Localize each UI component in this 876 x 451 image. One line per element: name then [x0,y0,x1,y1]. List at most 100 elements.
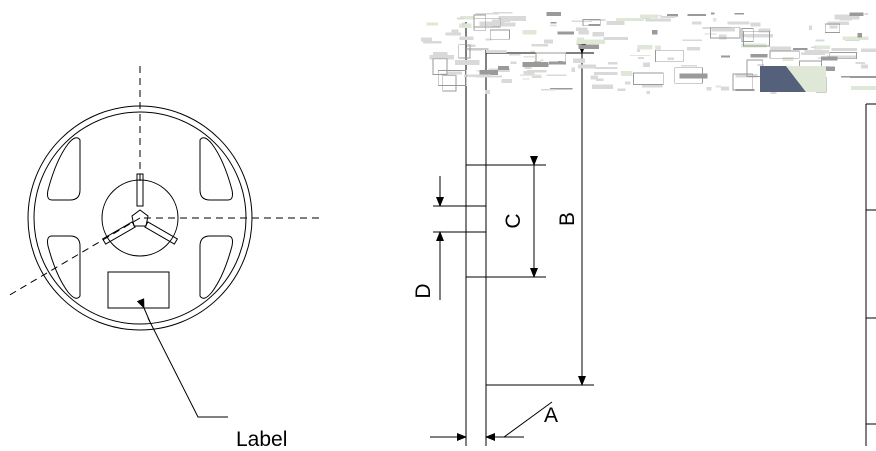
artifact-fragment [591,84,613,89]
artifact-fragment [571,67,575,73]
artifact-fragment [456,17,465,20]
artifact-fragment [546,12,561,16]
artifact-fragment [719,34,727,40]
artifact-fragment [801,52,825,56]
reel-outer-rim [27,105,253,331]
artifact-fragment [523,71,535,76]
artifact-fragment [864,13,868,15]
reel-hub [101,179,179,257]
artifact-fragment [520,74,542,77]
artifact-outline [824,23,841,33]
artifact-fragment [849,12,864,16]
artifact-fragment [573,58,585,63]
artifact-fragment [855,61,865,64]
artifact-fragment [706,87,712,91]
artifact-fragment [860,64,868,69]
artifact-fragment [770,91,777,95]
artifact-fragment [509,54,521,56]
artifact-fragment [735,73,758,78]
artifact-fragment [550,88,573,90]
artifact-fragment [841,76,855,78]
artifact-fragment [491,22,516,27]
artifact-fragment [640,14,658,19]
artifact-fragment [624,81,631,85]
artifact-fragment [493,12,513,14]
artifact-outline [769,50,800,59]
artifact-fragment [589,19,606,22]
artifact-fragment [557,31,575,35]
artifact-fragment [484,89,490,95]
artifact-fragment [486,50,507,54]
artifact-fragment [849,75,876,78]
artifact-fragment [531,74,542,78]
artifact-outline [633,72,664,85]
artifact-fragment [687,47,700,51]
artifact-fragment [460,15,474,20]
reel-window-top-right [199,137,233,201]
artifact-outline [489,29,510,40]
artifact-fragment [423,40,442,44]
artifact-fragment [727,21,750,25]
dimension-a-leader [503,401,553,438]
artifact-fragment [530,50,535,53]
artifact-fragment [711,27,735,32]
artifact-fragment [721,55,731,58]
hub-slot-right [144,221,179,245]
artifact-fragment [652,29,658,35]
artifact-fragment [454,60,480,65]
artifact-fragment [839,19,852,21]
hub-slot-left [101,221,136,245]
artifact-fragment [522,62,549,67]
artifact-fragment [603,37,628,40]
reel-front-view: Label [7,66,322,451]
artifact-fragment [576,39,605,44]
artifact-outline [458,44,471,59]
artifact-fragment [850,86,876,91]
artifact-fragment [501,79,513,83]
artifact-fragment [742,33,772,37]
artifact-fragment [711,12,715,15]
artifact-fragment [531,44,548,47]
artifact-fragment [491,19,511,22]
artifact-fragment [549,61,567,65]
artifact-fragment [620,71,633,76]
artifact-fragment [498,16,526,21]
artifact-fragment [510,61,517,64]
artifact-fragment [523,55,536,58]
artifact-outline [432,58,448,75]
artifact-fragment [592,32,604,37]
artifact-fragment [687,14,707,16]
dimension-b-label: B [556,212,579,226]
artifact-fragment [758,28,771,33]
artifact-fragment [809,25,813,30]
artifact-fragment [666,13,679,17]
artifact-fragment [827,21,849,26]
artifact-fragment [571,20,593,23]
artifact-fragment [465,48,489,50]
artifact-fragment [475,13,499,15]
dimension-a-label: A [544,404,558,427]
artifact-outline [710,27,741,39]
artifact-fragment [590,75,598,80]
artifact-fragment [540,59,544,62]
hub-center [131,209,149,227]
scan-artifact-strip [420,12,876,95]
artifact-fragment [629,54,651,57]
artifact-fragment [594,72,618,76]
artifact-fragment [606,21,625,25]
artifact-fragment [660,16,676,18]
artifact-fragment [458,23,472,28]
artifact-fragment [811,46,816,48]
diagonal-centerline [7,217,141,297]
artifact-fragment [655,45,662,51]
artifact-fragment [642,84,663,88]
artifact-outline [655,49,684,63]
artifact-fragment [782,56,794,62]
artifact-fragment [615,18,645,22]
label-callout: Label [236,428,287,446]
artifact-fragment [804,50,829,54]
artifact-fragment [464,74,492,77]
dimension-d-label: D [412,283,435,298]
artifact-fragment [667,57,674,60]
